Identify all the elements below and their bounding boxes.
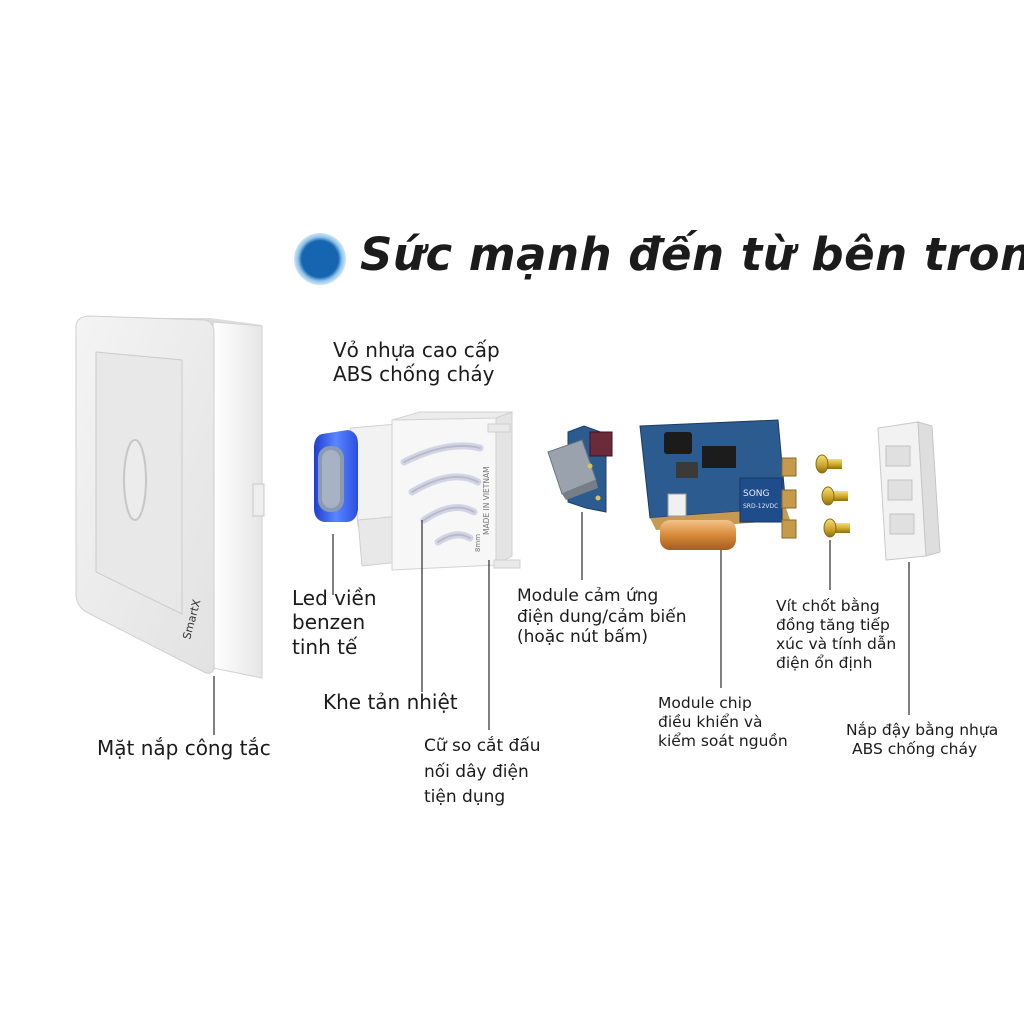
label-led: Led viền benzen tinh tế [292,586,377,659]
gauge-mark-text: 8mm [474,534,482,552]
sensor-module [547,425,613,513]
base-cover [877,421,941,561]
control-pcb: SONG SRD-12VDC [639,419,797,550]
screw-icon [821,486,848,506]
label-base-cover: Nắp đậy bằng nhựa ABS chống cháy [846,721,999,758]
callout-lines [213,512,910,735]
label-wire-gauge: Cữ so cắt đấu nối dây điện tiện dụng [424,736,541,807]
label-chip-module: Module chip điều khiển và kiểm soát nguồ… [658,694,788,750]
label-screws: Vít chốt bằng đồng tăng tiếp xúc và tính… [776,597,897,672]
screw-icon [815,454,842,474]
label-vent: Khe tản nhiệt [323,690,458,714]
face-plate: SmartX [75,315,265,679]
module-housing: MADE IN VIETNAM 8mm [314,411,521,571]
title-bullet-icon [294,233,346,285]
page-title: Sức mạnh đến từ bên trong [360,228,1024,281]
label-sensor-module: Module cảm ứng điện dung/cảm biến (hoặc … [517,586,687,648]
relay-model-text: SRD-12VDC [743,503,778,510]
made-in-text: MADE IN VIETNAM [482,466,491,535]
screw-icon [823,518,850,538]
relay-brand-text: SONG [743,489,770,499]
label-cover-shell: Vỏ nhựa cao cấp ABS chống cháy [333,338,500,387]
label-face-plate: Mặt nắp công tắc [97,736,271,760]
brass-screws [815,454,850,538]
